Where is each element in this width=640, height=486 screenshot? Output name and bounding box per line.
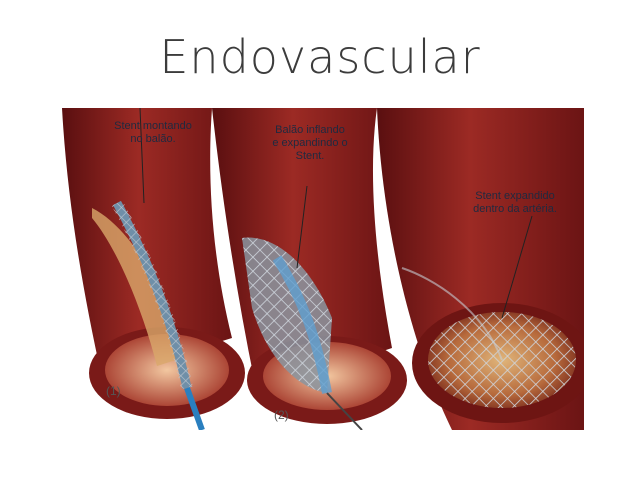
artery-illustration	[62, 108, 584, 430]
step-label-1: (1)	[106, 384, 121, 398]
step-label-2: (2)	[274, 408, 289, 422]
callout-stent-expanded: Stent expandido dentro da artéria.	[473, 190, 557, 215]
page-title: Endovascular	[159, 30, 481, 84]
callout-balloon-inflating: Balão inflando e expandindo o Stent.	[272, 124, 348, 162]
artery-1	[62, 108, 245, 430]
stent-procedure-illustration: Stent montando no balão. Balão inflando …	[62, 108, 584, 430]
artery-3	[377, 108, 584, 430]
artery-2	[212, 108, 407, 430]
callout-stent-mounted: Stent montando no balão.	[114, 120, 192, 145]
